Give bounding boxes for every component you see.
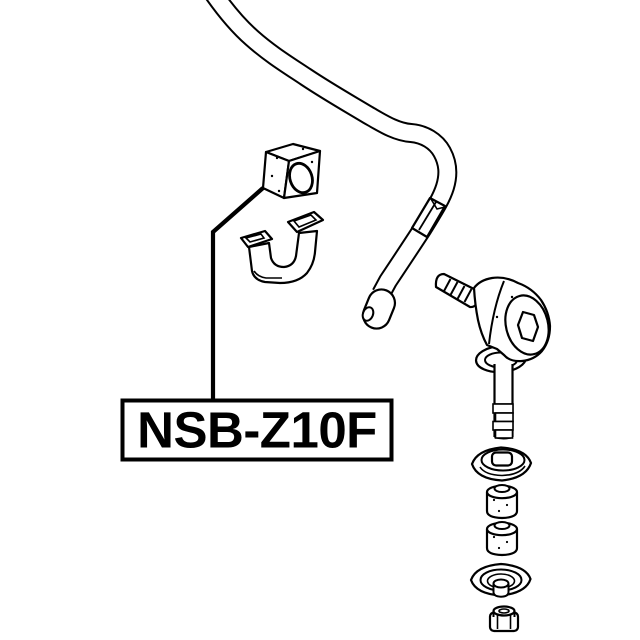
castle-nut-icon — [488, 605, 520, 633]
stabilizer-link-icon — [434, 272, 552, 633]
cup-washer-icon — [470, 446, 533, 482]
link-ball-joint-icon — [472, 276, 552, 363]
bushing-bracket-icon — [239, 210, 325, 285]
part-number-label-box: NSB-Z10F — [120, 398, 394, 462]
stabilizer-bar-icon — [205, 0, 458, 299]
link-bushing-upper-icon — [485, 484, 519, 520]
stabilizer-bushing-icon — [261, 142, 322, 200]
dome-washer-icon — [469, 562, 532, 598]
link-rod-icon — [492, 364, 514, 440]
bar-eye-end-icon — [361, 288, 397, 330]
link-ball-stud-icon — [434, 272, 480, 309]
leader-line — [210, 186, 265, 400]
link-bushing-lower-icon — [485, 521, 519, 557]
bar-clamp-icon — [410, 196, 447, 239]
part-number-label: NSB-Z10F — [137, 402, 377, 459]
